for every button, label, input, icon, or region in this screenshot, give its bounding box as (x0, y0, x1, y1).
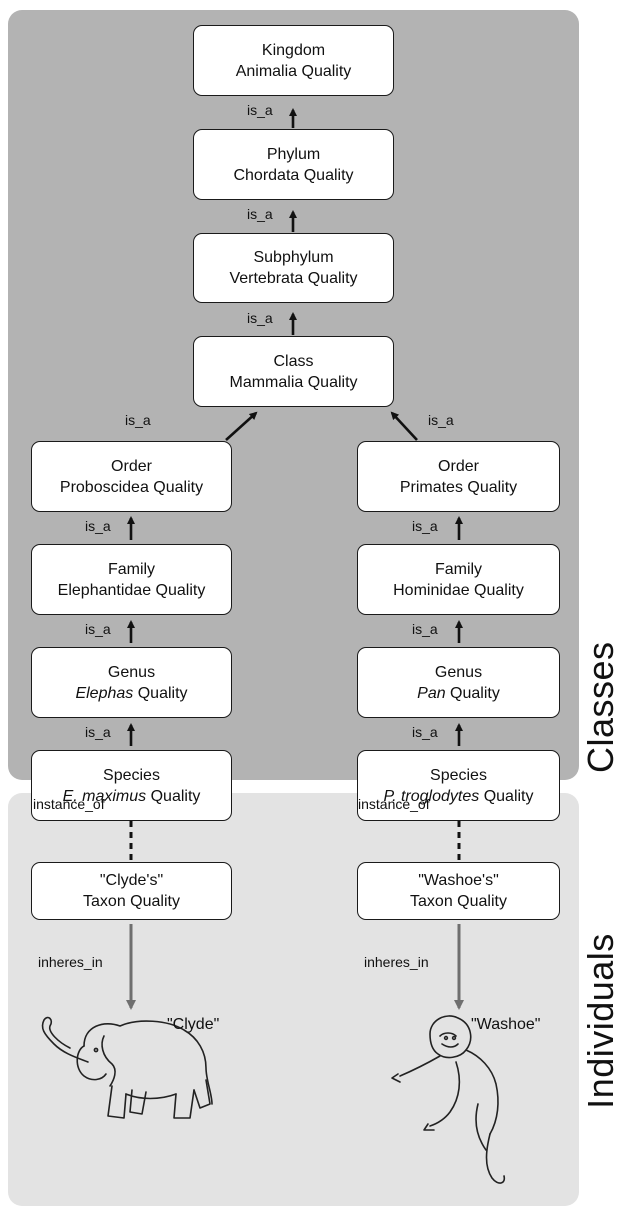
genus-left-rank: Genus (107, 663, 156, 681)
family-right-node: Family Hominidae Quality (357, 544, 560, 615)
subphylum-name: Vertebrata Quality (229, 270, 358, 287)
genus-right-rank: Genus (434, 663, 483, 681)
family-left-name: Elephantidae Quality (57, 581, 206, 599)
monkey-icon (391, 1015, 506, 1184)
genus-right-italic: Pan (417, 684, 446, 702)
family-right-name: Hominidae Quality (393, 581, 524, 599)
class-name: Mammalia Quality (229, 373, 358, 391)
is-a-label-subphylum: is_a (247, 310, 273, 326)
kingdom-node: Kingdom Animalia Quality (193, 25, 394, 96)
genus-left-italic: Elephas (75, 684, 134, 702)
kingdom-name: Animalia Quality (235, 62, 352, 80)
species-left-node: Species E. maximus Quality (31, 750, 232, 821)
taxon-quality-right-line1: "Washoe's" (418, 872, 499, 889)
classes-side-label: Classes (580, 641, 621, 773)
instance-of-label-left: instance_of (33, 796, 105, 812)
species-right-name: P. troglodytes Quality (383, 786, 533, 807)
genus-right-name: Pan Quality (417, 683, 500, 704)
subphylum-rank: Subphylum (253, 249, 334, 266)
kingdom-rank: Kingdom (261, 41, 326, 59)
genus-left-name: Elephas Quality (75, 683, 187, 704)
arrow-order-left-class (225, 411, 258, 441)
order-right-node: Order Primates Quality (357, 441, 560, 512)
inheres-in-label-left: inheres_in (38, 954, 103, 970)
is-a-label-genus-right: is_a (412, 724, 438, 740)
taxon-quality-left-line2: Taxon Quality (83, 893, 180, 910)
clyde-label: "Clyde" (167, 1016, 220, 1033)
is-a-label-class-left: is_a (125, 412, 151, 428)
species-left-italic: E. maximus (62, 787, 147, 805)
genus-right-rest: Quality (445, 684, 500, 702)
arrow-order-right-class (390, 411, 418, 441)
elephant-icon (41, 1016, 213, 1119)
species-left-rank: Species (103, 766, 160, 784)
is-a-label-class-right: is_a (428, 412, 454, 428)
instance-of-label-right: instance_of (358, 796, 430, 812)
genus-left-rest: Quality (133, 684, 188, 702)
class-node: Class Mammalia Quality (193, 336, 394, 407)
is-a-label-family-left: is_a (85, 621, 111, 637)
order-left-rank: Order (111, 457, 152, 475)
taxon-quality-left-line1: "Clyde's" (99, 872, 164, 889)
genus-left-node: Genus Elephas Quality (31, 647, 232, 718)
order-right-rank: Order (438, 457, 479, 475)
taxon-quality-left-node: "Clyde's" Taxon Quality (31, 862, 232, 920)
species-right-rest: Quality (479, 787, 534, 805)
is-a-label-family-right: is_a (412, 621, 438, 637)
taxon-quality-right-line2: Taxon Quality (410, 893, 507, 910)
phylum-node: Phylum Chordata Quality (193, 129, 394, 200)
individuals-side-label: Individuals (580, 933, 621, 1109)
is-a-label-order-right: is_a (412, 518, 438, 534)
family-right-rank: Family (434, 560, 483, 578)
family-left-node: Family Elephantidae Quality (31, 544, 232, 615)
inheres-in-label-right: inheres_in (364, 954, 429, 970)
class-rank: Class (273, 352, 314, 370)
species-right-rank: Species (430, 766, 487, 784)
species-left-rest: Quality (146, 787, 201, 805)
species-left-name: E. maximus Quality (63, 786, 201, 807)
order-right-name: Primates Quality (399, 478, 518, 496)
species-right-italic: P. troglodytes (383, 787, 480, 805)
is-a-label-genus-left: is_a (85, 724, 111, 740)
taxon-quality-right-node: "Washoe's" Taxon Quality (357, 862, 560, 920)
phylum-name: Chordata Quality (233, 166, 354, 184)
family-left-rank: Family (107, 560, 156, 578)
subphylum-node: Subphylum Vertebrata Quality (193, 233, 394, 303)
is-a-label-kingdom: is_a (247, 102, 273, 118)
is-a-label-order-left: is_a (85, 518, 111, 534)
washoe-label: "Washoe" (471, 1016, 541, 1033)
species-right-node: Species P. troglodytes Quality (357, 750, 560, 821)
order-left-node: Order Proboscidea Quality (31, 441, 232, 512)
is-a-label-phylum: is_a (247, 206, 273, 222)
individuals-panel (8, 793, 579, 1206)
phylum-rank: Phylum (266, 145, 321, 163)
order-left-name: Proboscidea Quality (59, 478, 204, 496)
genus-right-node: Genus Pan Quality (357, 647, 560, 718)
